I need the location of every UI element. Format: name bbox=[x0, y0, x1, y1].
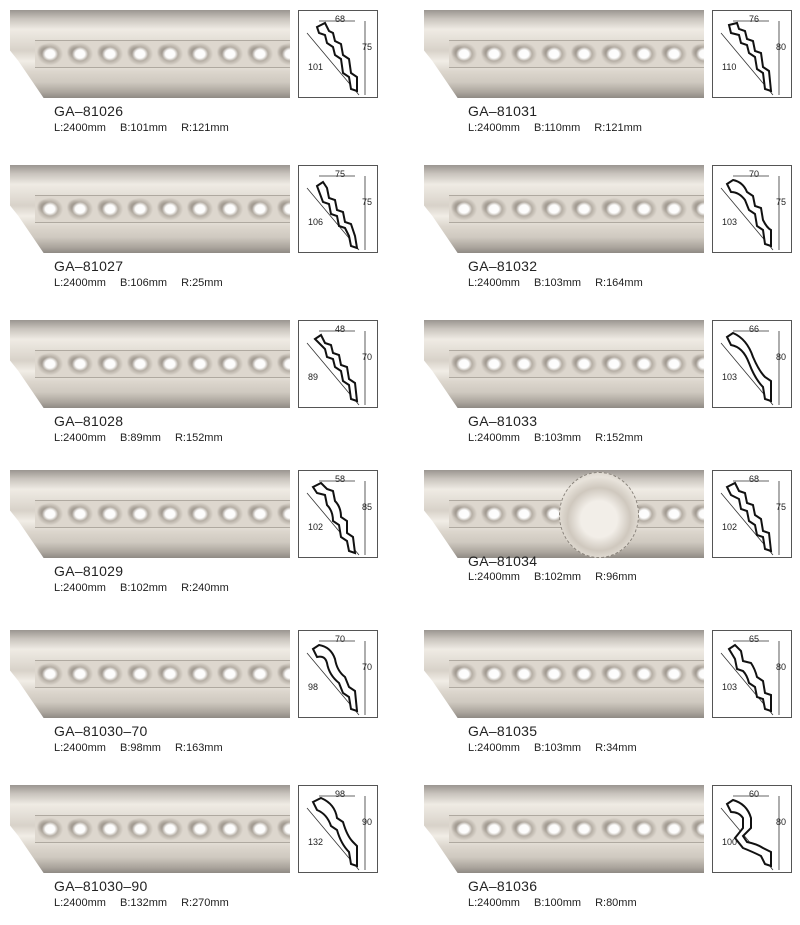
product-code: GA–81029 bbox=[54, 563, 124, 579]
moulding-photo bbox=[424, 10, 704, 98]
dim-right: 80 bbox=[775, 42, 786, 52]
dim-diagonal: 102 bbox=[308, 522, 324, 532]
product-code: GA–81031 bbox=[468, 103, 538, 119]
dim-top: 76 bbox=[749, 14, 760, 24]
dim-right: 80 bbox=[775, 352, 786, 362]
profile-diagram: 70 70 98 bbox=[298, 630, 378, 718]
product-code: GA–81034 bbox=[468, 553, 538, 569]
dim-top: 66 bbox=[749, 324, 760, 334]
profile-diagram: 75 75 106 bbox=[298, 165, 378, 253]
product-code: GA–81035 bbox=[468, 723, 538, 739]
moulding-photo bbox=[424, 165, 704, 253]
dim-diagonal: 103 bbox=[722, 372, 738, 382]
profile-diagram: 65 80 103 bbox=[712, 630, 792, 718]
profile-diagram: 48 70 89 bbox=[298, 320, 378, 408]
dim-diagonal: 89 bbox=[308, 372, 319, 382]
dim-top: 98 bbox=[335, 789, 346, 799]
product-code: GA–81028 bbox=[54, 413, 124, 429]
dim-diagonal: 100 bbox=[722, 837, 738, 847]
profile-diagram: 66 80 103 bbox=[712, 320, 792, 408]
moulding-photo bbox=[10, 785, 290, 873]
dim-right: 90 bbox=[361, 817, 372, 827]
dim-right: 80 bbox=[775, 817, 786, 827]
product-code: GA–81036 bbox=[468, 878, 538, 894]
moulding-photo bbox=[424, 320, 704, 408]
dim-top: 68 bbox=[749, 474, 760, 484]
dim-right: 70 bbox=[361, 352, 372, 362]
dim-right: 75 bbox=[775, 197, 786, 207]
moulding-photo bbox=[10, 10, 290, 98]
dim-top: 68 bbox=[335, 14, 346, 24]
dim-diagonal: 101 bbox=[308, 62, 324, 72]
dim-diagonal: 98 bbox=[308, 682, 319, 692]
dim-top: 65 bbox=[749, 634, 760, 644]
dim-right: 70 bbox=[361, 662, 372, 672]
dim-top: 75 bbox=[335, 169, 346, 179]
product-code: GA–81032 bbox=[468, 258, 538, 274]
dim-diagonal: 102 bbox=[722, 522, 738, 532]
moulding-photo bbox=[10, 630, 290, 718]
dim-diagonal: 103 bbox=[722, 682, 738, 692]
dim-diagonal: 132 bbox=[308, 837, 324, 847]
dim-right: 85 bbox=[361, 502, 372, 512]
dim-top: 70 bbox=[749, 169, 760, 179]
product-code: GA–81030–70 bbox=[54, 723, 148, 739]
moulding-photo bbox=[10, 470, 290, 558]
moulding-photo bbox=[10, 165, 290, 253]
dim-diagonal: 110 bbox=[722, 62, 737, 72]
moulding-photo bbox=[10, 320, 290, 408]
profile-diagram: 68 75 102 bbox=[712, 470, 792, 558]
profile-diagram: 98 90 132 bbox=[298, 785, 378, 873]
profile-diagram: 58 85 102 bbox=[298, 470, 378, 558]
dim-right: 75 bbox=[775, 502, 786, 512]
dim-diagonal: 103 bbox=[722, 217, 738, 227]
profile-diagram: 68 75 101 bbox=[298, 10, 378, 98]
dim-top: 48 bbox=[335, 324, 346, 334]
profile-diagram: 70 75 103 bbox=[712, 165, 792, 253]
profile-diagram: 76 80 110 bbox=[712, 10, 792, 98]
dim-right: 80 bbox=[775, 662, 786, 672]
profile-diagram: 60 80 100 bbox=[712, 785, 792, 873]
dim-top: 60 bbox=[749, 789, 760, 799]
moulding-photo bbox=[424, 785, 704, 873]
moulding-photo bbox=[424, 630, 704, 718]
dim-diagonal: 106 bbox=[308, 217, 324, 227]
product-code: GA–81027 bbox=[54, 258, 124, 274]
dim-right: 75 bbox=[361, 197, 372, 207]
product-code: GA–81030–90 bbox=[54, 878, 148, 894]
dim-top: 70 bbox=[335, 634, 346, 644]
product-code: GA–81033 bbox=[468, 413, 538, 429]
dim-right: 75 bbox=[361, 42, 372, 52]
product-code: GA–81026 bbox=[54, 103, 124, 119]
detail-magnifier bbox=[559, 472, 639, 558]
dim-top: 58 bbox=[335, 474, 346, 484]
